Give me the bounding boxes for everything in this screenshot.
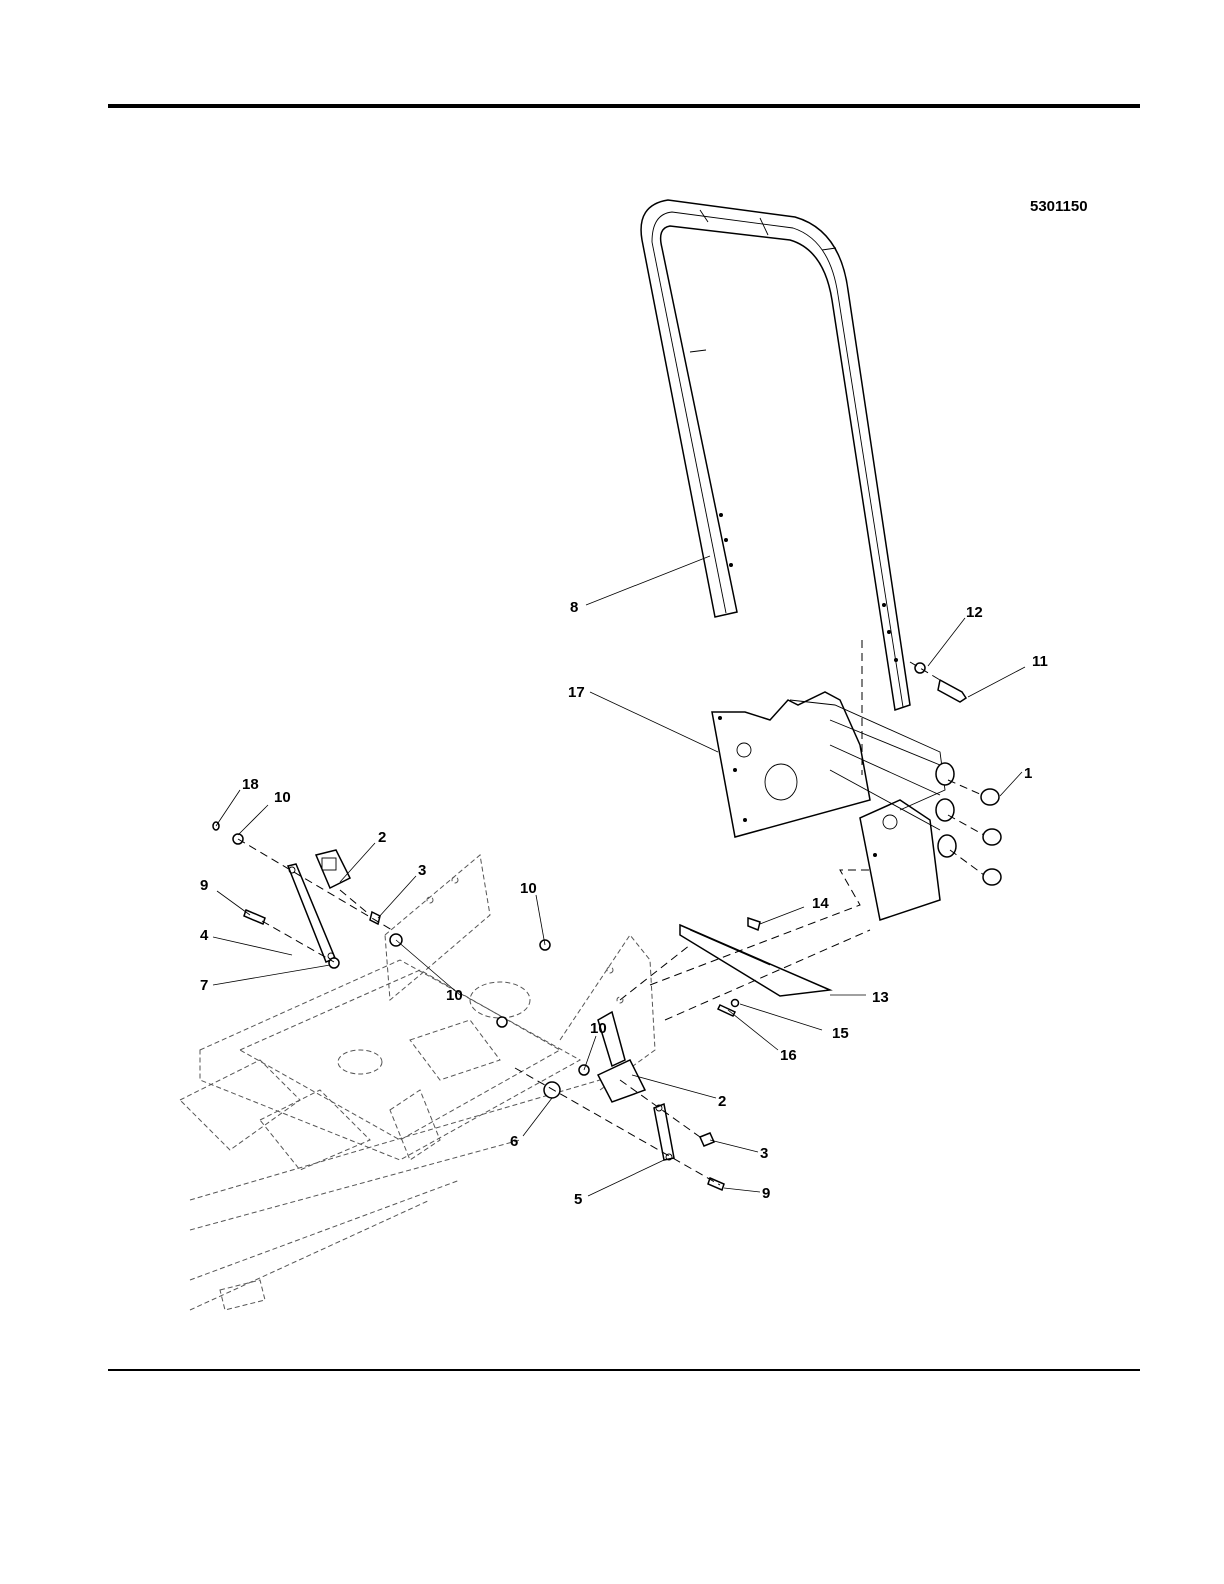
callout-1: 1 bbox=[1024, 765, 1032, 782]
callout-17: 17 bbox=[568, 684, 585, 701]
plate-13 bbox=[620, 870, 870, 1020]
diagram-id: 5301150 bbox=[1030, 198, 1088, 215]
seatbelt-right bbox=[497, 940, 724, 1190]
callout-2-a: 2 bbox=[378, 829, 386, 846]
callout-3-b: 3 bbox=[760, 1145, 768, 1162]
bottom-rule bbox=[108, 1369, 1140, 1371]
callout-7: 7 bbox=[200, 977, 208, 994]
callout-10-d: 10 bbox=[590, 1020, 607, 1037]
roll-bar-8 bbox=[641, 200, 910, 710]
callout-15: 15 bbox=[832, 1025, 849, 1042]
callout-3-a: 3 bbox=[418, 862, 426, 879]
callout-11: 11 bbox=[1032, 653, 1048, 670]
callout-10-b: 10 bbox=[520, 880, 537, 897]
callout-5: 5 bbox=[574, 1191, 582, 1208]
callout-4: 4 bbox=[200, 927, 209, 944]
rops-bracket-17 bbox=[712, 692, 956, 920]
callout-8: 8 bbox=[570, 599, 578, 616]
callout-16: 16 bbox=[780, 1047, 797, 1064]
callout-2-b: 2 bbox=[718, 1093, 726, 1110]
seatbelt-left bbox=[213, 822, 402, 968]
callout-13: 13 bbox=[872, 989, 889, 1006]
callout-18: 18 bbox=[242, 776, 259, 793]
callout-14: 14 bbox=[812, 895, 829, 912]
callout-6: 6 bbox=[510, 1133, 518, 1150]
callout-12: 12 bbox=[966, 604, 983, 621]
callout-9-a: 9 bbox=[200, 877, 208, 894]
callout-10-a: 10 bbox=[274, 789, 291, 806]
callout-9-b: 9 bbox=[762, 1185, 770, 1202]
callout-10-c: 10 bbox=[446, 987, 463, 1004]
mower-frame-ghost bbox=[180, 855, 655, 1310]
